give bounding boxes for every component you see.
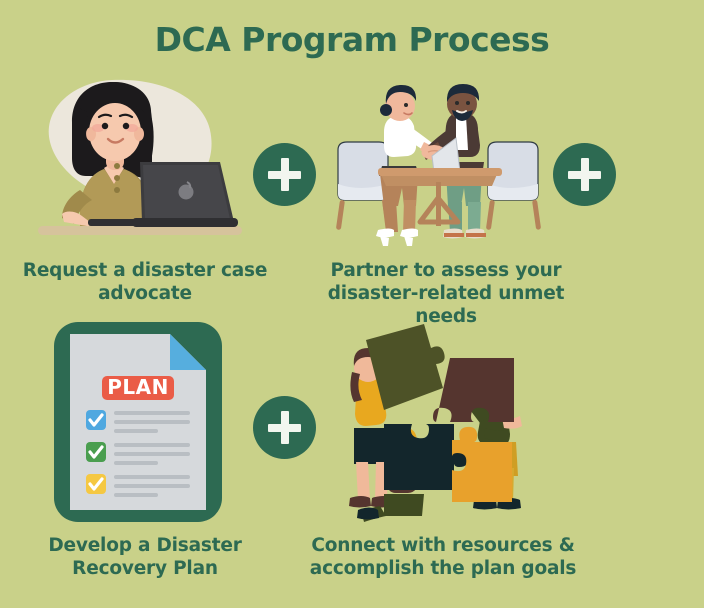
step-2-caption: Partner to assess your disaster-related … [327, 260, 565, 327]
checklist-item-3 [86, 474, 190, 497]
plus-bar-vertical [580, 158, 589, 191]
plus-bar-vertical [280, 411, 289, 444]
plus-icon-3 [253, 396, 316, 459]
puzzle-piece-orange [452, 426, 512, 502]
puzzle-piece-navy [384, 424, 469, 490]
plus-icon-1 [253, 143, 316, 206]
plan-document-icon: PLAN [54, 322, 222, 522]
illustration-connect-resources [318, 318, 568, 530]
handshake-at-table-icon [336, 84, 541, 246]
team-assembling-puzzle-icon [349, 324, 522, 522]
puzzle-piece-brown [433, 358, 514, 422]
puzzle-piece-olive [366, 324, 445, 410]
checklist-item-1 [86, 410, 190, 433]
plus-icon-2 [553, 143, 616, 206]
step-1-caption: Request a disaster case advocate [22, 260, 268, 304]
illustration-partner-assess [320, 72, 560, 254]
step-3-caption: Develop a Disaster Recovery Plan [48, 535, 242, 579]
svg-text:PLAN: PLAN [107, 375, 169, 399]
illustration-request-advocate [20, 72, 260, 254]
step-4-caption: Connect with resources & accomplish the … [309, 535, 577, 579]
checklist-item-2 [86, 442, 190, 465]
woman-at-laptop-icon [38, 79, 242, 235]
illustration-recovery-plan: PLAN [30, 318, 245, 528]
plus-bar-vertical [280, 158, 289, 191]
page-title: DCA Program Process [154, 20, 550, 59]
